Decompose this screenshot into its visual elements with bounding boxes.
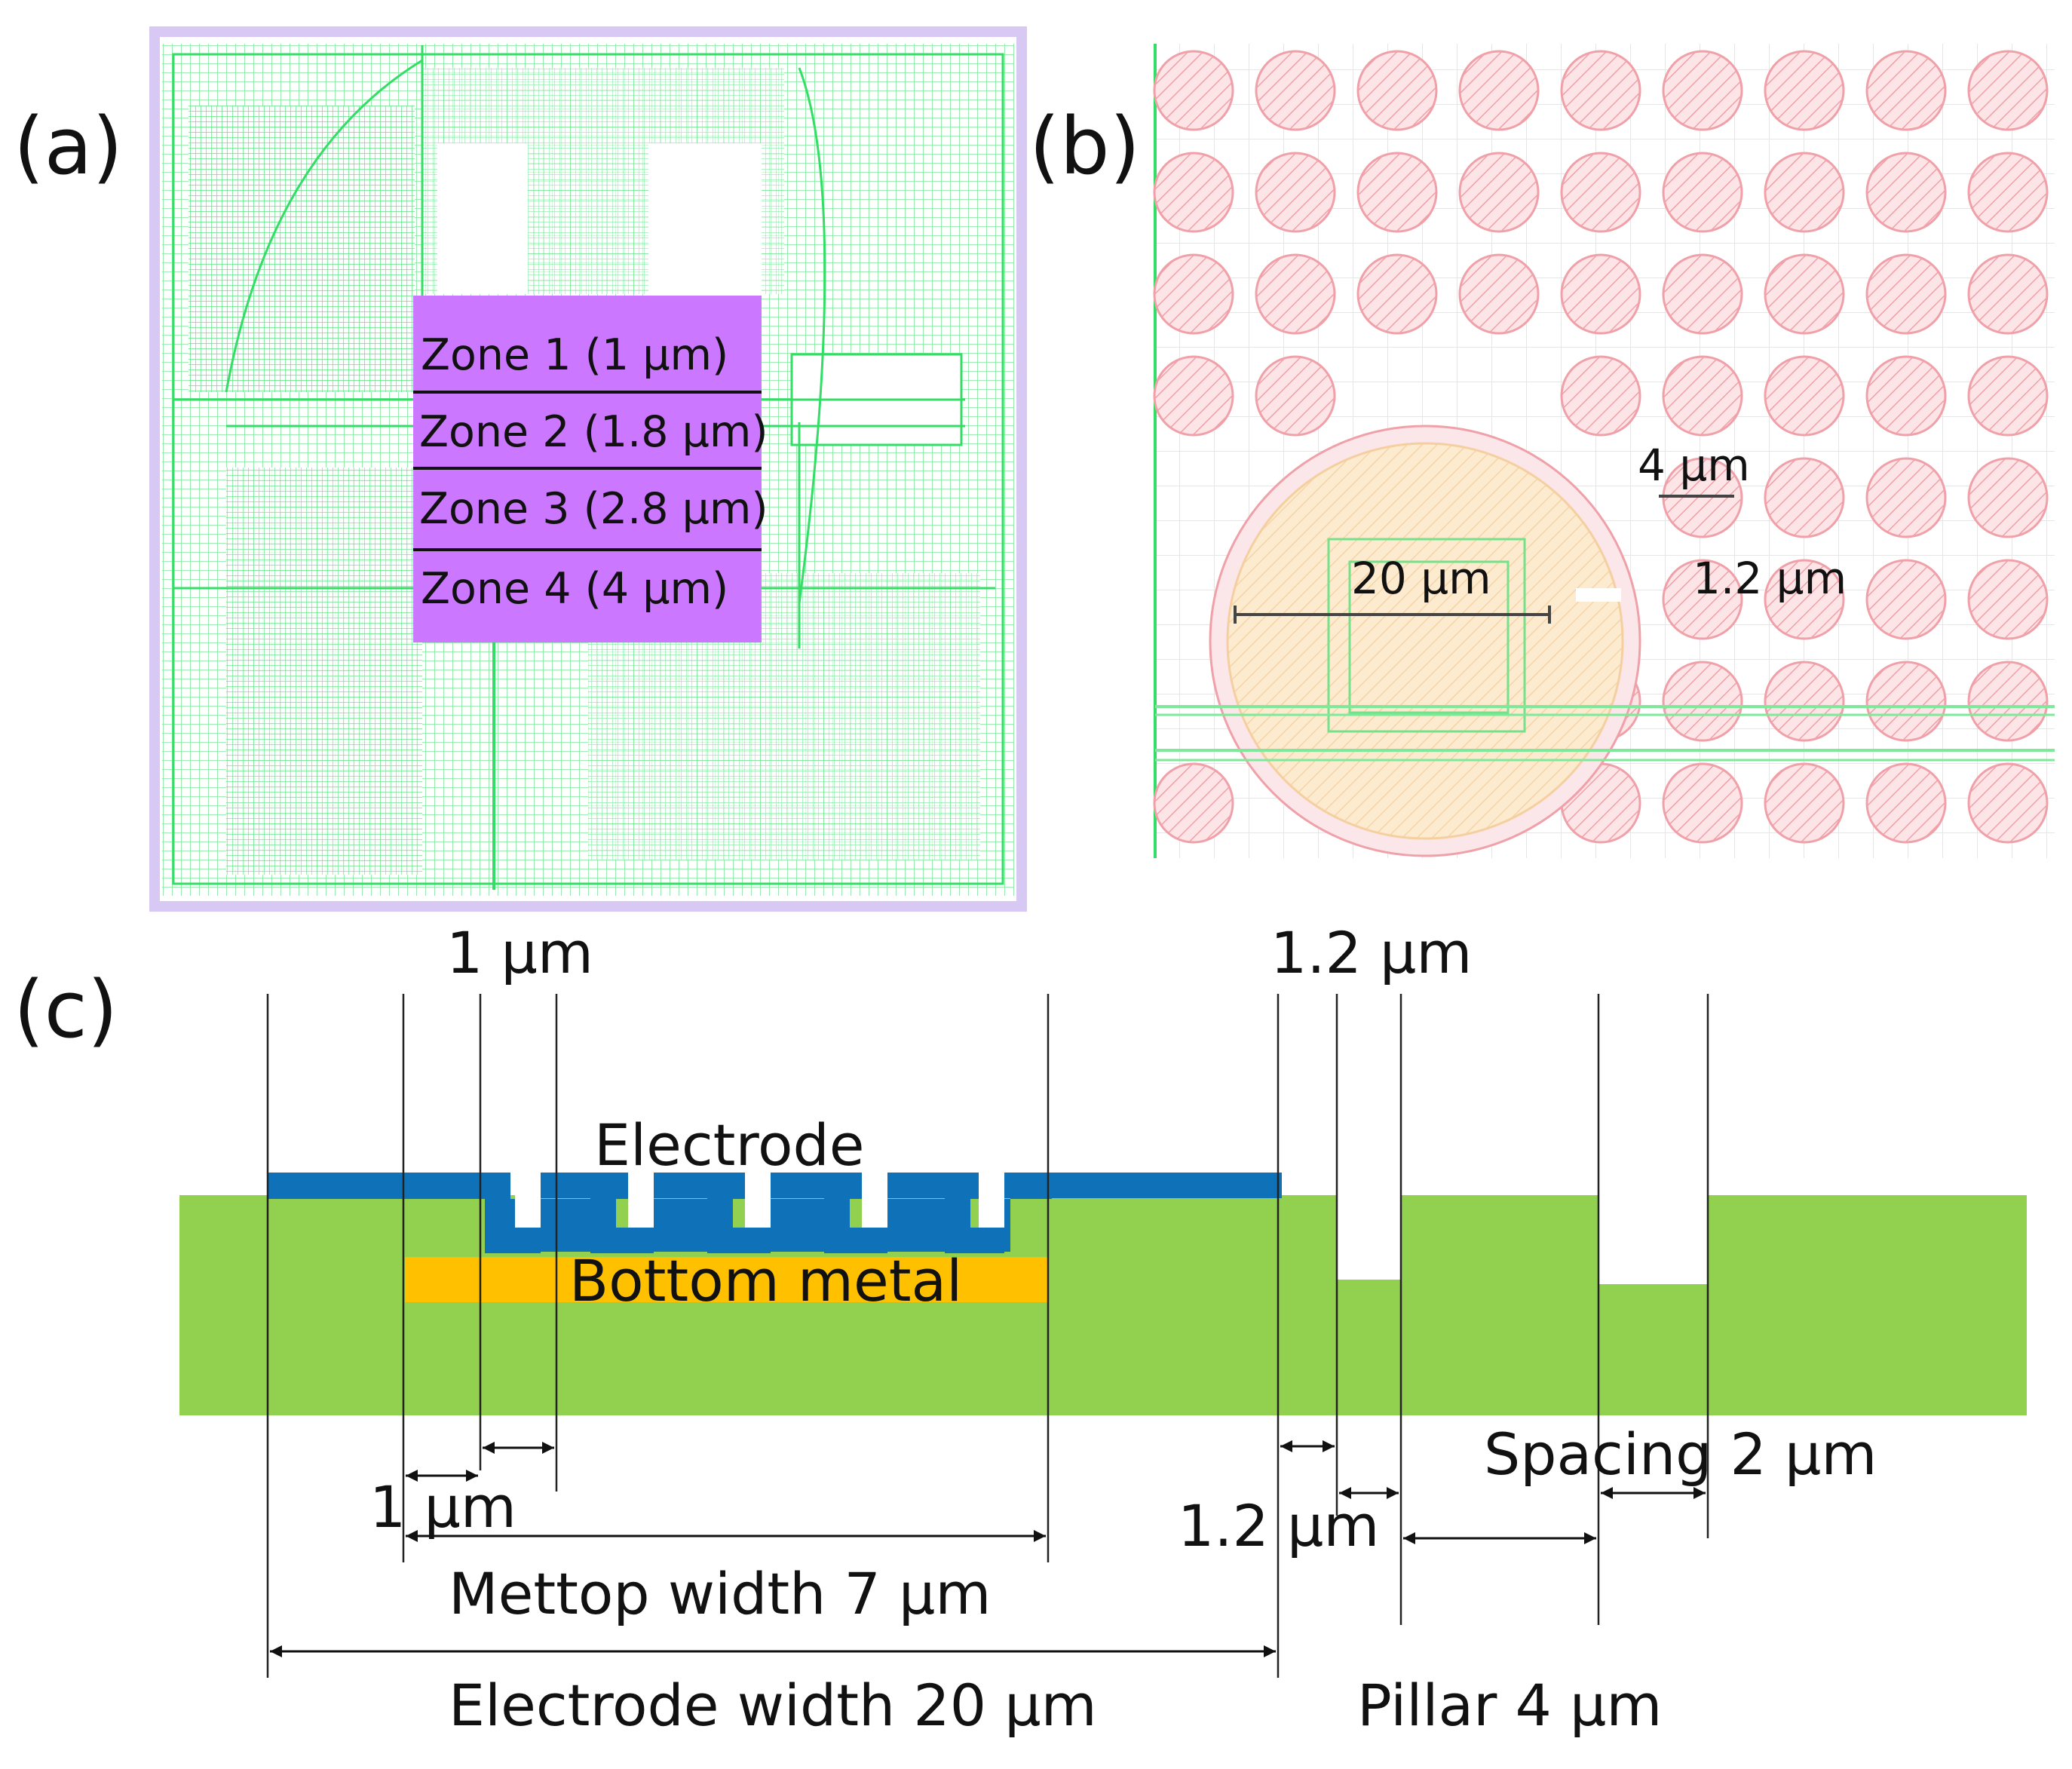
pillar-circle: [1764, 50, 1845, 131]
label-electrode: Electrode: [594, 1111, 865, 1179]
reference-lines: [266, 994, 1709, 1678]
pillar-circle: [1865, 762, 1947, 844]
via-square-inner: [1348, 560, 1510, 714]
pillar-circle: [1662, 253, 1743, 335]
label-mettop-width: Mettop width 7 μm: [449, 1560, 991, 1627]
panel-label-a: (a): [14, 100, 123, 192]
chip-blank-upper-right: [648, 143, 762, 309]
trench-1: [1337, 1195, 1401, 1280]
pillar-circle: [1764, 152, 1845, 233]
pillar-circle: [1255, 355, 1336, 437]
zone-label-4: Zone 4 (4 μm): [421, 564, 728, 614]
pillar-size-label: 4 μm: [1638, 440, 1750, 491]
pillar-circle: [1662, 762, 1743, 844]
label-electrode-width: Electrode width 20 μm: [449, 1672, 1097, 1739]
pillar-circle: [1458, 50, 1540, 131]
pillar-circle: [1153, 152, 1234, 233]
pillar-circle: [1865, 50, 1947, 131]
cross-section: 1 μm 1.2 μm Electrode Bottom metal 1 μm …: [179, 919, 2027, 1739]
zone-legend: Zone 1 (1 μm) Zone 2 (1.8 μm) Zone 3 (2.…: [413, 296, 768, 642]
pillar-circle: [1967, 152, 2049, 233]
label-left-1um: 1 μm: [369, 1473, 516, 1541]
pillar-circle: [1764, 253, 1845, 335]
pillar-circle: [1662, 152, 1743, 233]
pillar-circle: [1967, 355, 2049, 437]
dimension-arrows: [270, 1440, 1706, 1657]
pillar-circle: [1560, 152, 1641, 233]
label-top-1um: 1 μm: [446, 919, 593, 986]
pillar-circle: [1662, 661, 1743, 742]
pillar-circle: [1865, 355, 1947, 437]
pillar-circle: [1560, 50, 1641, 131]
pillar-circle: [1764, 457, 1845, 538]
pillar-circle: [1153, 50, 1234, 131]
panel-label-b: (b): [1029, 100, 1140, 192]
pillar-circle: [1255, 50, 1336, 131]
label-bottom-metal: Bottom metal: [569, 1247, 962, 1314]
bottom-metal: [405, 1257, 1048, 1302]
label-mid-1-2um: 1.2 μm: [1178, 1492, 1379, 1559]
electrode-pad: [1226, 442, 1624, 840]
pillar-circle: [1967, 661, 2049, 742]
zone-label-2: Zone 2 (1.8 μm): [419, 407, 768, 457]
electrode-size-label: 20 μm: [1351, 553, 1491, 604]
pillar-circle: [1356, 253, 1438, 335]
pillar-array-view: 4 μm 20 μm 1.2 μm: [1153, 44, 2055, 858]
pillar-circle: [1153, 253, 1234, 335]
pillar-circle: [1865, 152, 1947, 233]
layout-chip: [149, 26, 1027, 912]
zone-label-1: Zone 1 (1 μm): [421, 330, 728, 380]
chip-outline-inner: [172, 53, 1004, 885]
label-top-1-2um: 1.2 μm: [1270, 919, 1472, 986]
pillar-circle: [1967, 253, 2049, 335]
chip-block-lower-left: [226, 468, 422, 875]
pillar-circle: [1865, 457, 1947, 538]
scale-bar-highlight: [1576, 588, 1621, 602]
label-spacing: Spacing 2 μm: [1484, 1421, 1877, 1488]
pillar-circle: [1967, 559, 2049, 640]
chip-blank-upper: [437, 143, 528, 294]
pillar-circle: [1458, 152, 1540, 233]
electrode-notches: [515, 1173, 1004, 1228]
pillar-circle: [1255, 253, 1336, 335]
pillar-circle: [1967, 457, 2049, 538]
substrate: [179, 1195, 2027, 1415]
gap-size-label: 1.2 μm: [1693, 553, 1847, 604]
pillar-circle: [1662, 50, 1743, 131]
pillar-circle: [1458, 253, 1540, 335]
pillar-circle: [1560, 355, 1641, 437]
pillar-circle: [1764, 661, 1845, 742]
pillar-circle: [1560, 253, 1641, 335]
chip-block-upper-left: [189, 106, 415, 392]
pillar-circle: [1153, 355, 1234, 437]
pillar-circle: [1255, 152, 1336, 233]
label-pillar: Pillar 4 μm: [1357, 1672, 1662, 1739]
pillar-circle: [1865, 253, 1947, 335]
pillar-circle: [1356, 50, 1438, 131]
pillar-circle: [1662, 559, 1743, 640]
pillar-circle: [1764, 355, 1845, 437]
trench-2: [1598, 1195, 1708, 1284]
pillar-circle: [1967, 762, 2049, 844]
pillar-circle: [1153, 762, 1234, 844]
zone-label-3: Zone 3 (2.8 μm): [419, 484, 768, 534]
pillar-circle: [1865, 559, 1947, 640]
pillar-circle: [1356, 152, 1438, 233]
pillar-circle: [1865, 661, 1947, 742]
chip-trace-arc: [225, 59, 826, 604]
via-square-outer: [1327, 538, 1526, 733]
pillar-circle: [1764, 559, 1845, 640]
pillar-circle: [1764, 762, 1845, 844]
pillar-circle: [1662, 355, 1743, 437]
pillar-circle: [1967, 50, 2049, 131]
panel-label-c: (c): [14, 964, 118, 1056]
